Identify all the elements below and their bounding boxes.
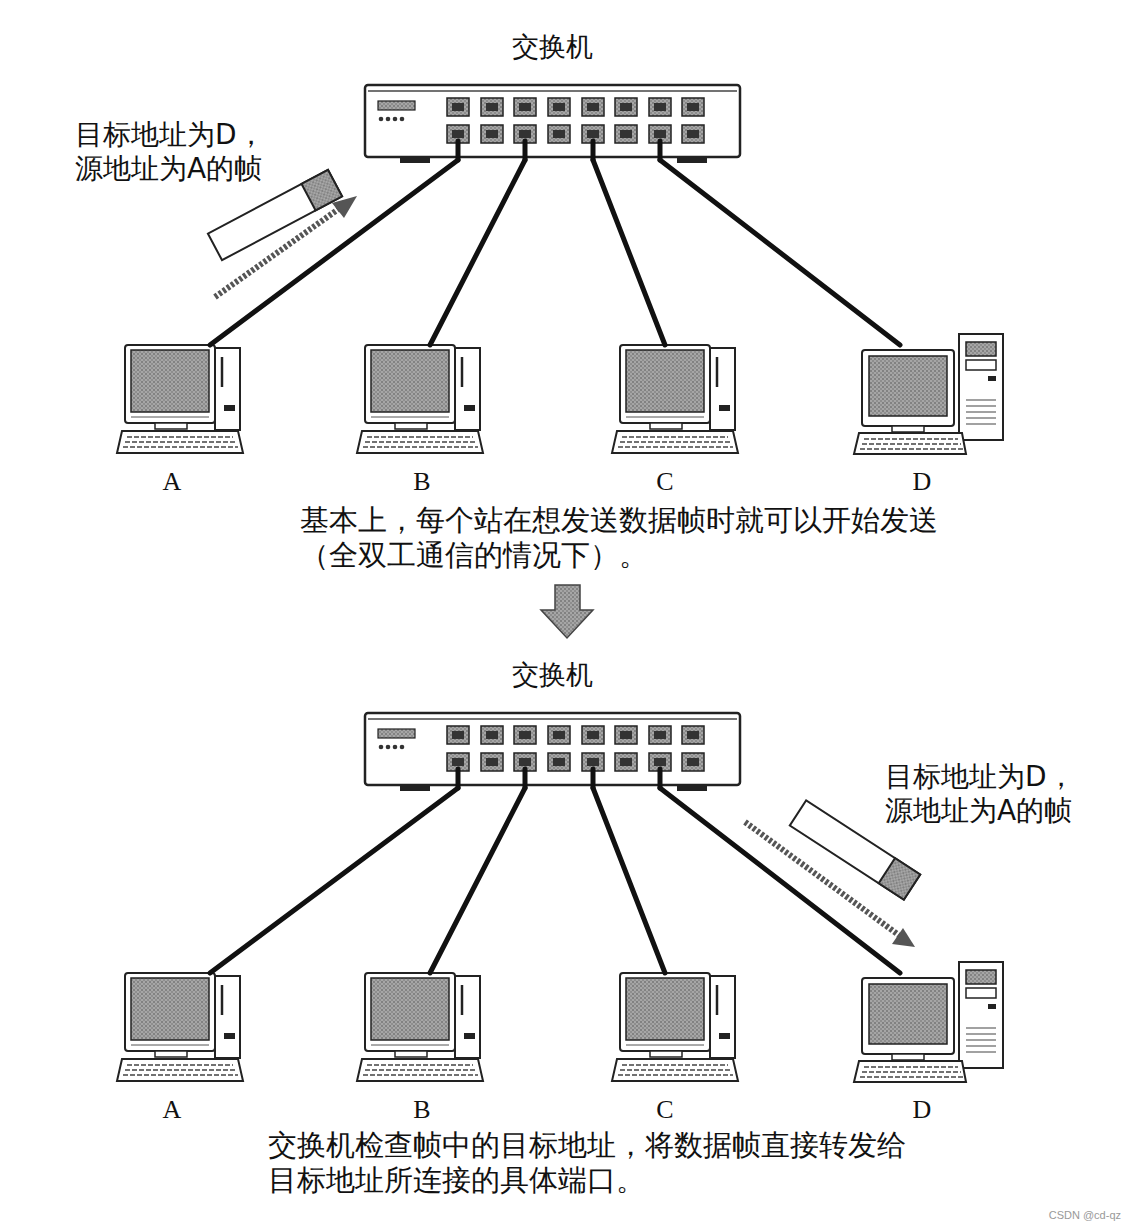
computer-node: B bbox=[358, 345, 486, 497]
network-cable bbox=[593, 160, 665, 345]
switch-node: 交换机 bbox=[365, 658, 740, 788]
computer-node: C bbox=[601, 345, 729, 497]
send-arrow bbox=[215, 196, 357, 297]
computer-drawing bbox=[612, 345, 738, 453]
computer-node: B bbox=[358, 973, 486, 1125]
network-cable bbox=[660, 788, 900, 973]
network-cable bbox=[660, 160, 900, 345]
switch-drawing bbox=[365, 713, 740, 791]
computer-drawing bbox=[117, 973, 243, 1081]
computer-node: A bbox=[105, 973, 239, 1125]
frame-note: 目标地址为D， 源地址为A的帧 bbox=[75, 118, 277, 185]
station-label: A bbox=[163, 1095, 182, 1125]
computer-drawing bbox=[854, 334, 1003, 454]
station-label: B bbox=[413, 1095, 430, 1125]
down-arrow bbox=[541, 585, 593, 638]
computer-drawing bbox=[357, 973, 483, 1081]
network-cable bbox=[430, 788, 525, 973]
device-label: 交换机 bbox=[512, 30, 593, 64]
switch-drawing bbox=[365, 85, 740, 163]
network-cable bbox=[593, 788, 665, 973]
station-label: A bbox=[163, 467, 182, 497]
computer-node: A bbox=[105, 345, 239, 497]
frame-note: 目标地址为D， 源地址为A的帧 bbox=[885, 760, 1087, 827]
station-label: D bbox=[913, 1095, 932, 1125]
computer-node: D bbox=[846, 973, 998, 1125]
station-label: C bbox=[656, 467, 673, 497]
computer-drawing bbox=[854, 962, 1003, 1082]
computer-drawing bbox=[612, 973, 738, 1081]
watermark: CSDN @cd-qz bbox=[1049, 1209, 1121, 1222]
network-cable bbox=[210, 160, 458, 345]
caption: 基本上，每个站在想发送数据帧时就可以开始发送 （全双工通信的情况下）。 bbox=[300, 503, 979, 573]
computer-node: C bbox=[601, 973, 729, 1125]
station-label: C bbox=[656, 1095, 673, 1125]
network-cable bbox=[210, 788, 458, 973]
computer-drawing bbox=[117, 345, 243, 453]
device-label: 交换机 bbox=[512, 658, 593, 692]
station-label: B bbox=[413, 467, 430, 497]
forward-arrow bbox=[745, 822, 915, 947]
network-cable bbox=[430, 160, 525, 345]
caption: 交换机检查帧中的目标地址，将数据帧直接转发给 目标地址所连接的具体端口。 bbox=[268, 1128, 918, 1198]
computer-node: D bbox=[846, 345, 998, 497]
station-label: D bbox=[913, 467, 932, 497]
computer-drawing bbox=[357, 345, 483, 453]
switch-node: 交换机 bbox=[365, 30, 740, 160]
